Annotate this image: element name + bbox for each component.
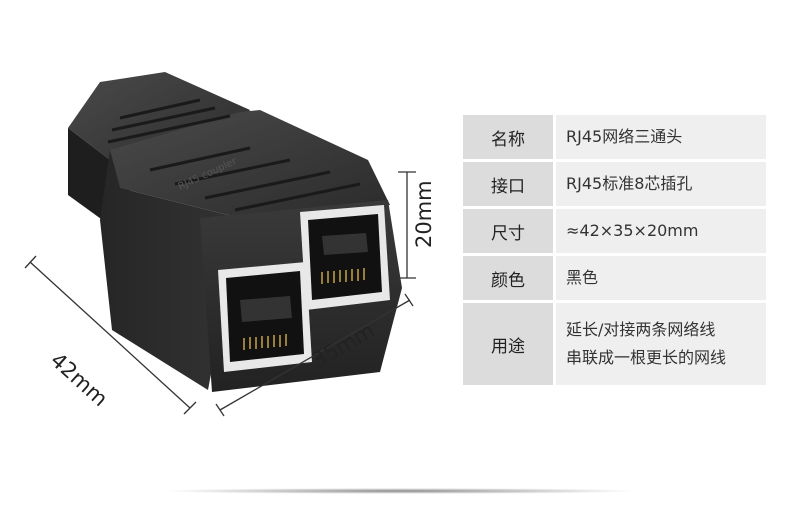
port-right (300, 205, 390, 310)
spec-row-interface: 接口 RJ45标准8芯插孔 (463, 162, 766, 206)
spec-key: 接口 (463, 162, 553, 206)
spec-value: 黑色 (556, 256, 766, 300)
spec-table: 名称 RJ45网络三通头 接口 RJ45标准8芯插孔 尺寸 ≈42×35×20m… (463, 115, 766, 388)
floor-shadow (160, 488, 640, 494)
spec-value: ≈42×35×20mm (556, 209, 766, 253)
height-dimension-label: 20mm (412, 180, 436, 248)
spec-value-multiline: 延长/对接两条网络线 串联成一根更长的网线 (556, 303, 766, 385)
spec-value-line: 延长/对接两条网络线 (566, 320, 716, 339)
spec-row-color: 颜色 黑色 (463, 256, 766, 300)
spec-key: 用途 (463, 303, 553, 385)
spec-row-size: 尺寸 ≈42×35×20mm (463, 209, 766, 253)
dimension-lines (24, 171, 416, 417)
spec-row-usage: 用途 延长/对接两条网络线 串联成一根更长的网线 (463, 303, 766, 385)
spec-value: RJ45标准8芯插孔 (556, 162, 766, 206)
spec-value: RJ45网络三通头 (556, 115, 766, 159)
spec-key: 尺寸 (463, 209, 553, 253)
spec-value-line: 串联成一根更长的网线 (566, 348, 727, 367)
spec-key: 名称 (463, 115, 553, 159)
splitter-left-side (100, 150, 240, 390)
spec-row-name: 名称 RJ45网络三通头 (463, 115, 766, 159)
spec-key: 颜色 (463, 256, 553, 300)
port-left (218, 262, 312, 372)
top-ribs (107, 98, 361, 212)
